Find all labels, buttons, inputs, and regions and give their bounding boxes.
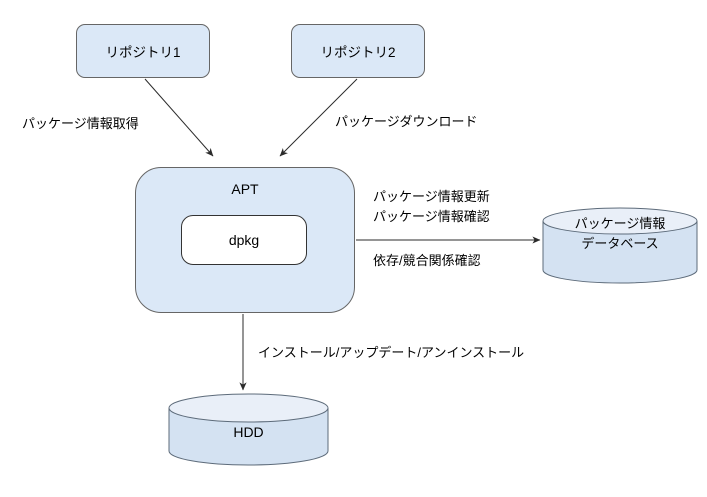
node-dpkg-label: dpkg [228, 232, 260, 248]
node-apt-label: APT [231, 181, 259, 197]
edge-label-package-info-confirm: パッケージ情報確認 [373, 209, 490, 224]
node-repository-1-label: リポジトリ1 [105, 45, 181, 60]
edge-label-package-info-fetch: パッケージ情報取得 [22, 116, 139, 131]
database-cylinder [542, 207, 698, 284]
database-label-line2: データベース [581, 236, 659, 251]
node-dpkg: dpkg [181, 215, 307, 265]
edge-label-dependency-conflict-check: 依存/競合関係確認 [373, 253, 481, 268]
hdd-cylinder [168, 393, 329, 466]
hdd-cylinder-label: HDD [233, 424, 264, 440]
edge-label-package-download: パッケージダウンロード [335, 114, 478, 129]
node-repository-2: リポジトリ2 [291, 24, 425, 78]
database-cylinder-label: パッケージ情報 データベース [543, 214, 697, 254]
edge-label-package-info-update-confirm: パッケージ情報更新 パッケージ情報確認 [373, 187, 490, 227]
node-repository-1: リポジトリ1 [76, 24, 210, 78]
node-repository-2-label: リポジトリ2 [320, 45, 396, 60]
edge-label-install-update-uninstall: インストール/アップデート/アンインストール [258, 345, 525, 360]
edge-label-package-info-update: パッケージ情報更新 [373, 189, 490, 204]
edge-repo1-to-apt [144, 78, 214, 157]
edge-repo2-to-apt [279, 78, 358, 157]
database-label-line1: パッケージ情報 [574, 216, 666, 231]
